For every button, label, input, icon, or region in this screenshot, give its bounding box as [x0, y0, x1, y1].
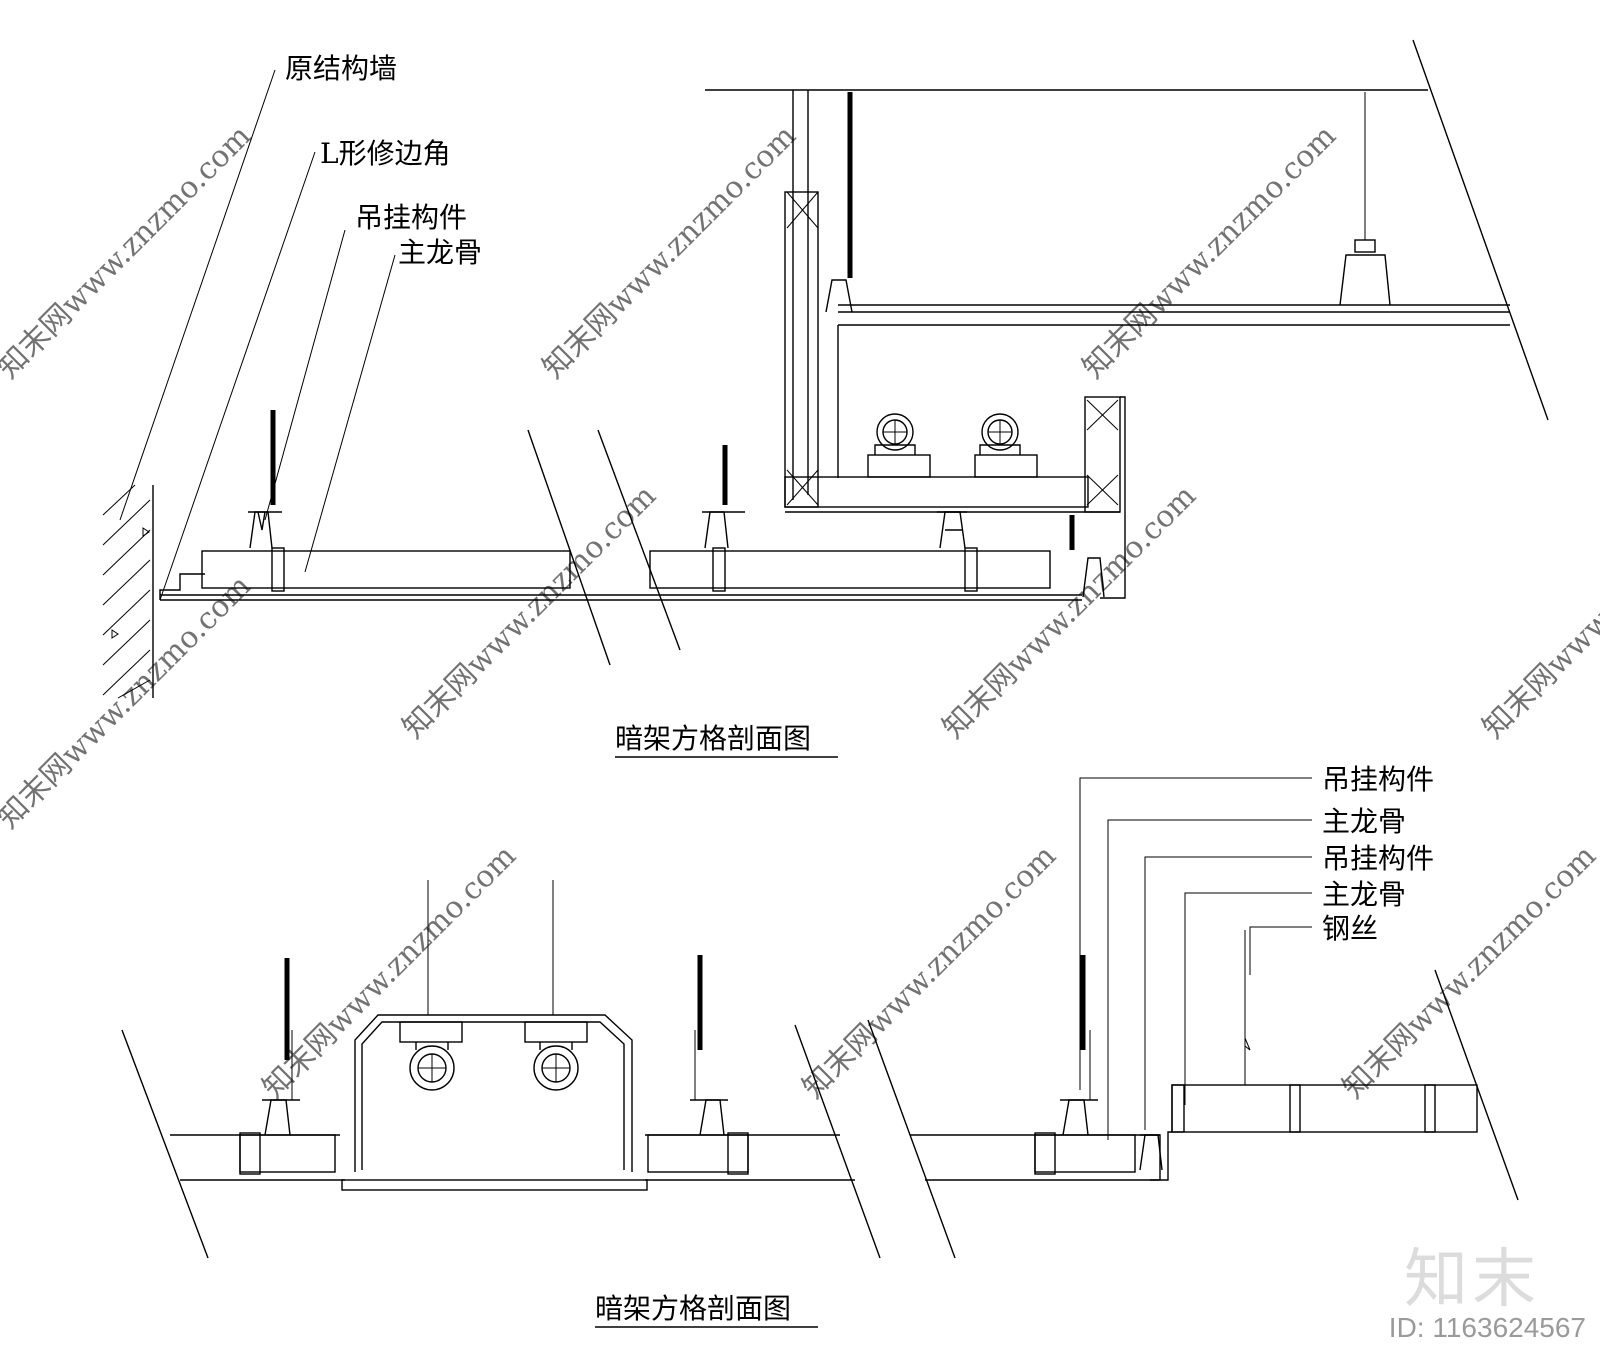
hanger-rod-2 [702, 445, 745, 549]
right-step [1139, 930, 1478, 1181]
pipe-left [867, 413, 931, 478]
main-keel-top [201, 547, 1051, 592]
image-id: ID: 1163624567 [1388, 1312, 1586, 1343]
bottom-section: 吊挂构件 主龙骨 吊挂构件 主龙骨 钢丝 暗架方格剖面图 [121, 763, 1519, 1328]
svg-text:知末网www.znzmo.com: 知末网www.znzmo.com [1476, 479, 1600, 746]
hanger-bottom-3 [1060, 955, 1098, 1136]
brand-logo: 知末 [1404, 1243, 1540, 1317]
title-bottom: 暗架方格剖面图 [595, 1292, 791, 1325]
label-l-trim: L形修边角 [320, 137, 451, 170]
svg-text:知末网www.znzmo.com: 知末网www.znzmo.com [936, 479, 1203, 746]
watermark-layer: 知末网www.znzmo.com 知末网www.znzmo.com 知末网www… [0, 119, 1600, 1106]
svg-text:知末网www.znzmo.com: 知末网www.znzmo.com [796, 839, 1063, 1106]
label-main-keel: 主龙骨 [398, 236, 482, 269]
hanger-rod-4 [1069, 515, 1105, 598]
svg-text:知末网www.znzmo.com: 知末网www.znzmo.com [396, 479, 663, 746]
label-hanger: 吊挂构件 [355, 201, 467, 234]
label-wall: 原结构墙 [285, 52, 397, 85]
top-section: 原结构墙 L形修边角 吊挂构件 主龙骨 暗架方格剖面图 [102, 39, 1549, 758]
svg-text:知末网www.znzmo.com: 知末网www.znzmo.com [1076, 119, 1343, 386]
title-top: 暗架方格剖面图 [615, 722, 811, 755]
pipe-right [974, 413, 1038, 478]
label-hanger-2: 吊挂构件 [1322, 842, 1434, 875]
svg-text:知末网www.znzmo.com: 知末网www.znzmo.com [0, 119, 258, 386]
svg-text:知末网www.znzmo.com: 知末网www.znzmo.com [0, 569, 258, 836]
structural-wall [102, 484, 154, 699]
hanger-bottom-1 [262, 958, 300, 1136]
label-hanger-1: 吊挂构件 [1322, 763, 1434, 796]
soffit-box [705, 89, 1510, 599]
label-main-keel-2: 主龙骨 [1322, 878, 1406, 911]
label-main-keel-1: 主龙骨 [1322, 805, 1406, 838]
hanger-rod-3 [937, 511, 967, 549]
svg-text:知末网www.znzmo.com: 知末网www.znzmo.com [256, 839, 523, 1106]
hanger-bottom-2 [690, 955, 728, 1136]
hanger-rod-1 [248, 410, 282, 549]
ceiling-board [159, 573, 1082, 601]
center-box [341, 880, 648, 1191]
svg-text:知末网www.znzmo.com: 知末网www.znzmo.com [536, 119, 803, 386]
label-steel-wire: 钢丝 [1322, 912, 1378, 945]
